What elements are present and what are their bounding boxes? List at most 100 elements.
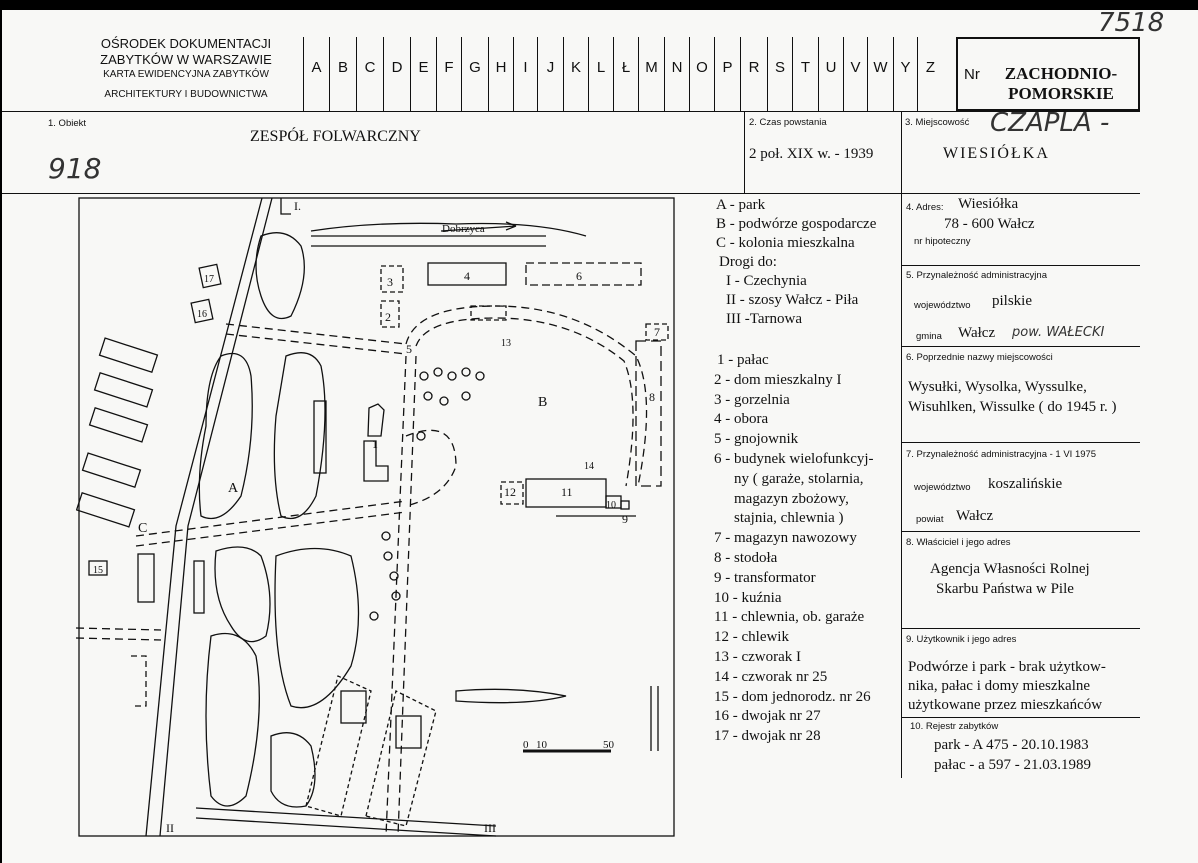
map-num: 7 [654,325,660,339]
house [88,406,149,443]
uzytkownik-line2: nika, pałac i domy mieszkalne [908,678,1091,694]
building-south [340,690,367,724]
house [81,452,142,489]
driveway-south [385,355,417,837]
building-palace [363,403,389,482]
nr-region: ZACHODNIO- POMORSKIE [986,64,1136,104]
letter-cell-11: K [563,37,588,111]
legend-building: 8 - stodoła [714,549,778,566]
institution-line3: KARTA EWIDENCYJNA ZABYTKÓW [103,69,269,80]
map-num: 10 [606,500,616,511]
woj1975-label: województwo [914,482,971,493]
road-river [311,235,546,247]
wojewodztwo-value: pilskie [992,293,1032,309]
tree-cluster [273,352,326,520]
legend-building: 16 - dwojak nr 27 [714,708,821,725]
divider-r6 [901,442,1140,443]
legend-building: 10 - kuźnia [714,589,782,606]
map-num: 12 [504,485,516,499]
wojewodztwo-label: województwo [914,300,971,311]
road-main-right [159,197,273,837]
driveway-bend [405,429,457,507]
map-num: 15 [93,565,103,576]
house [98,337,159,374]
uzytkownik-line1: Podwórze i park - brak użytkow- [908,659,1106,675]
letter-cell-17: P [714,37,740,111]
building-transformator [620,500,630,510]
building-magazyn [645,323,669,341]
uzytkownik-line3: użytkowane przez mieszkańców [908,697,1103,713]
map-num: 13 [501,338,511,349]
letter-cell-13: Ł [613,37,638,111]
building-wielofunkcyjny [525,262,642,286]
poprzednie-line2: Wisuhlken, Wissulke ( do 1945 r. ) [908,399,1117,415]
area-B-label: B [538,395,547,410]
rejestr-label: 10. Rejestr zabytków [910,721,999,732]
building-15 [88,560,108,576]
tree-cluster [255,232,305,320]
driveway-loop [405,305,648,487]
legend-building: 9 - transformator [714,569,816,586]
institution-line2: ZABYTKÓW W WARSZAWIE [100,52,272,67]
letter-cell-10: J [537,37,563,111]
building-park-strip [313,400,327,474]
road-cross-lower [135,500,407,547]
nr-box: Nr ZACHODNIO- POMORSKIE [956,37,1140,111]
inventory-card [2,10,1198,863]
letter-cell-25: Z [917,37,943,111]
letter-cell-9: I [513,37,537,111]
legend-buildings: 1 - pałac 2 - dom mieszkalny I 3 - gorze… [714,351,874,747]
scale-10: 10 [536,739,548,751]
institution-line1: OŚRODEK DOKUMENTACJI [100,36,272,51]
building-obora [427,262,507,286]
adres-label: 4. Adres: [906,202,944,213]
uzytkownik-label: 9. Użytkownik i jego adres [906,634,1017,645]
tree-cluster [205,632,260,807]
building-park-strip2 [193,560,205,614]
wlasciciel-line2: Skarbu Państwa w Pile [936,581,1074,597]
legend-building: 7 - magazyn nawozowy [714,530,857,547]
river-arrow [440,221,517,232]
legend-building: 12 - chlewik [714,629,789,646]
obiekt-label: 1. Obiekt [48,118,87,129]
handwritten-inventory-number: 7518 [1098,8,1165,38]
house [76,491,136,528]
tree-cluster [274,547,360,709]
tree-cluster [270,732,316,808]
map-num: 16 [197,309,207,320]
legend-building: 17 - dwojak nr 28 [714,728,821,745]
divider-r4 [901,265,1140,266]
czas-value: 2 poł. XIX w. - 1939 [749,146,874,162]
divider-v1 [744,111,745,193]
road-main-left [145,197,263,837]
letter-cell-6: F [436,37,461,111]
divider-r5 [901,346,1140,347]
road-III-label: III [484,821,496,835]
letter-cell-20: T [792,37,818,111]
tree-cluster [198,352,253,520]
letter-cell-24: Y [893,37,917,111]
map-num: 2 [385,310,391,324]
tree-row-river [310,222,587,237]
adres-line1: Wiesiółka [958,196,1019,212]
legend-building: 15 - dom jednorodz. nr 26 [714,688,871,705]
road-cross-upper [225,323,407,355]
map-num: 8 [649,390,655,404]
legend-building-cont: ny ( garaże, stolarnia, [734,470,864,487]
legend-building: 11 - chlewnia, ob. garaże [714,609,865,626]
legend-building: 6 - budynek wielofunkcyj- [714,450,874,467]
divider-r8 [901,628,1140,629]
divider-r9 [901,717,1140,718]
building-stodola [635,340,662,487]
rejestr-line1: park - A 475 - 20.10.1983 [934,737,1089,753]
letter-cell-19: S [767,37,792,111]
letter-cell-23: W [867,37,893,111]
map-num: 11 [561,485,573,499]
letter-cell-16: O [689,37,714,111]
gmina-label: gmina [916,331,942,342]
scale-50: 50 [603,739,615,751]
house [93,371,154,408]
legend: A - park B - podwórze gospodarcze C - ko… [716,196,876,329]
tree-cluster [214,546,271,643]
building-17 [198,263,222,289]
